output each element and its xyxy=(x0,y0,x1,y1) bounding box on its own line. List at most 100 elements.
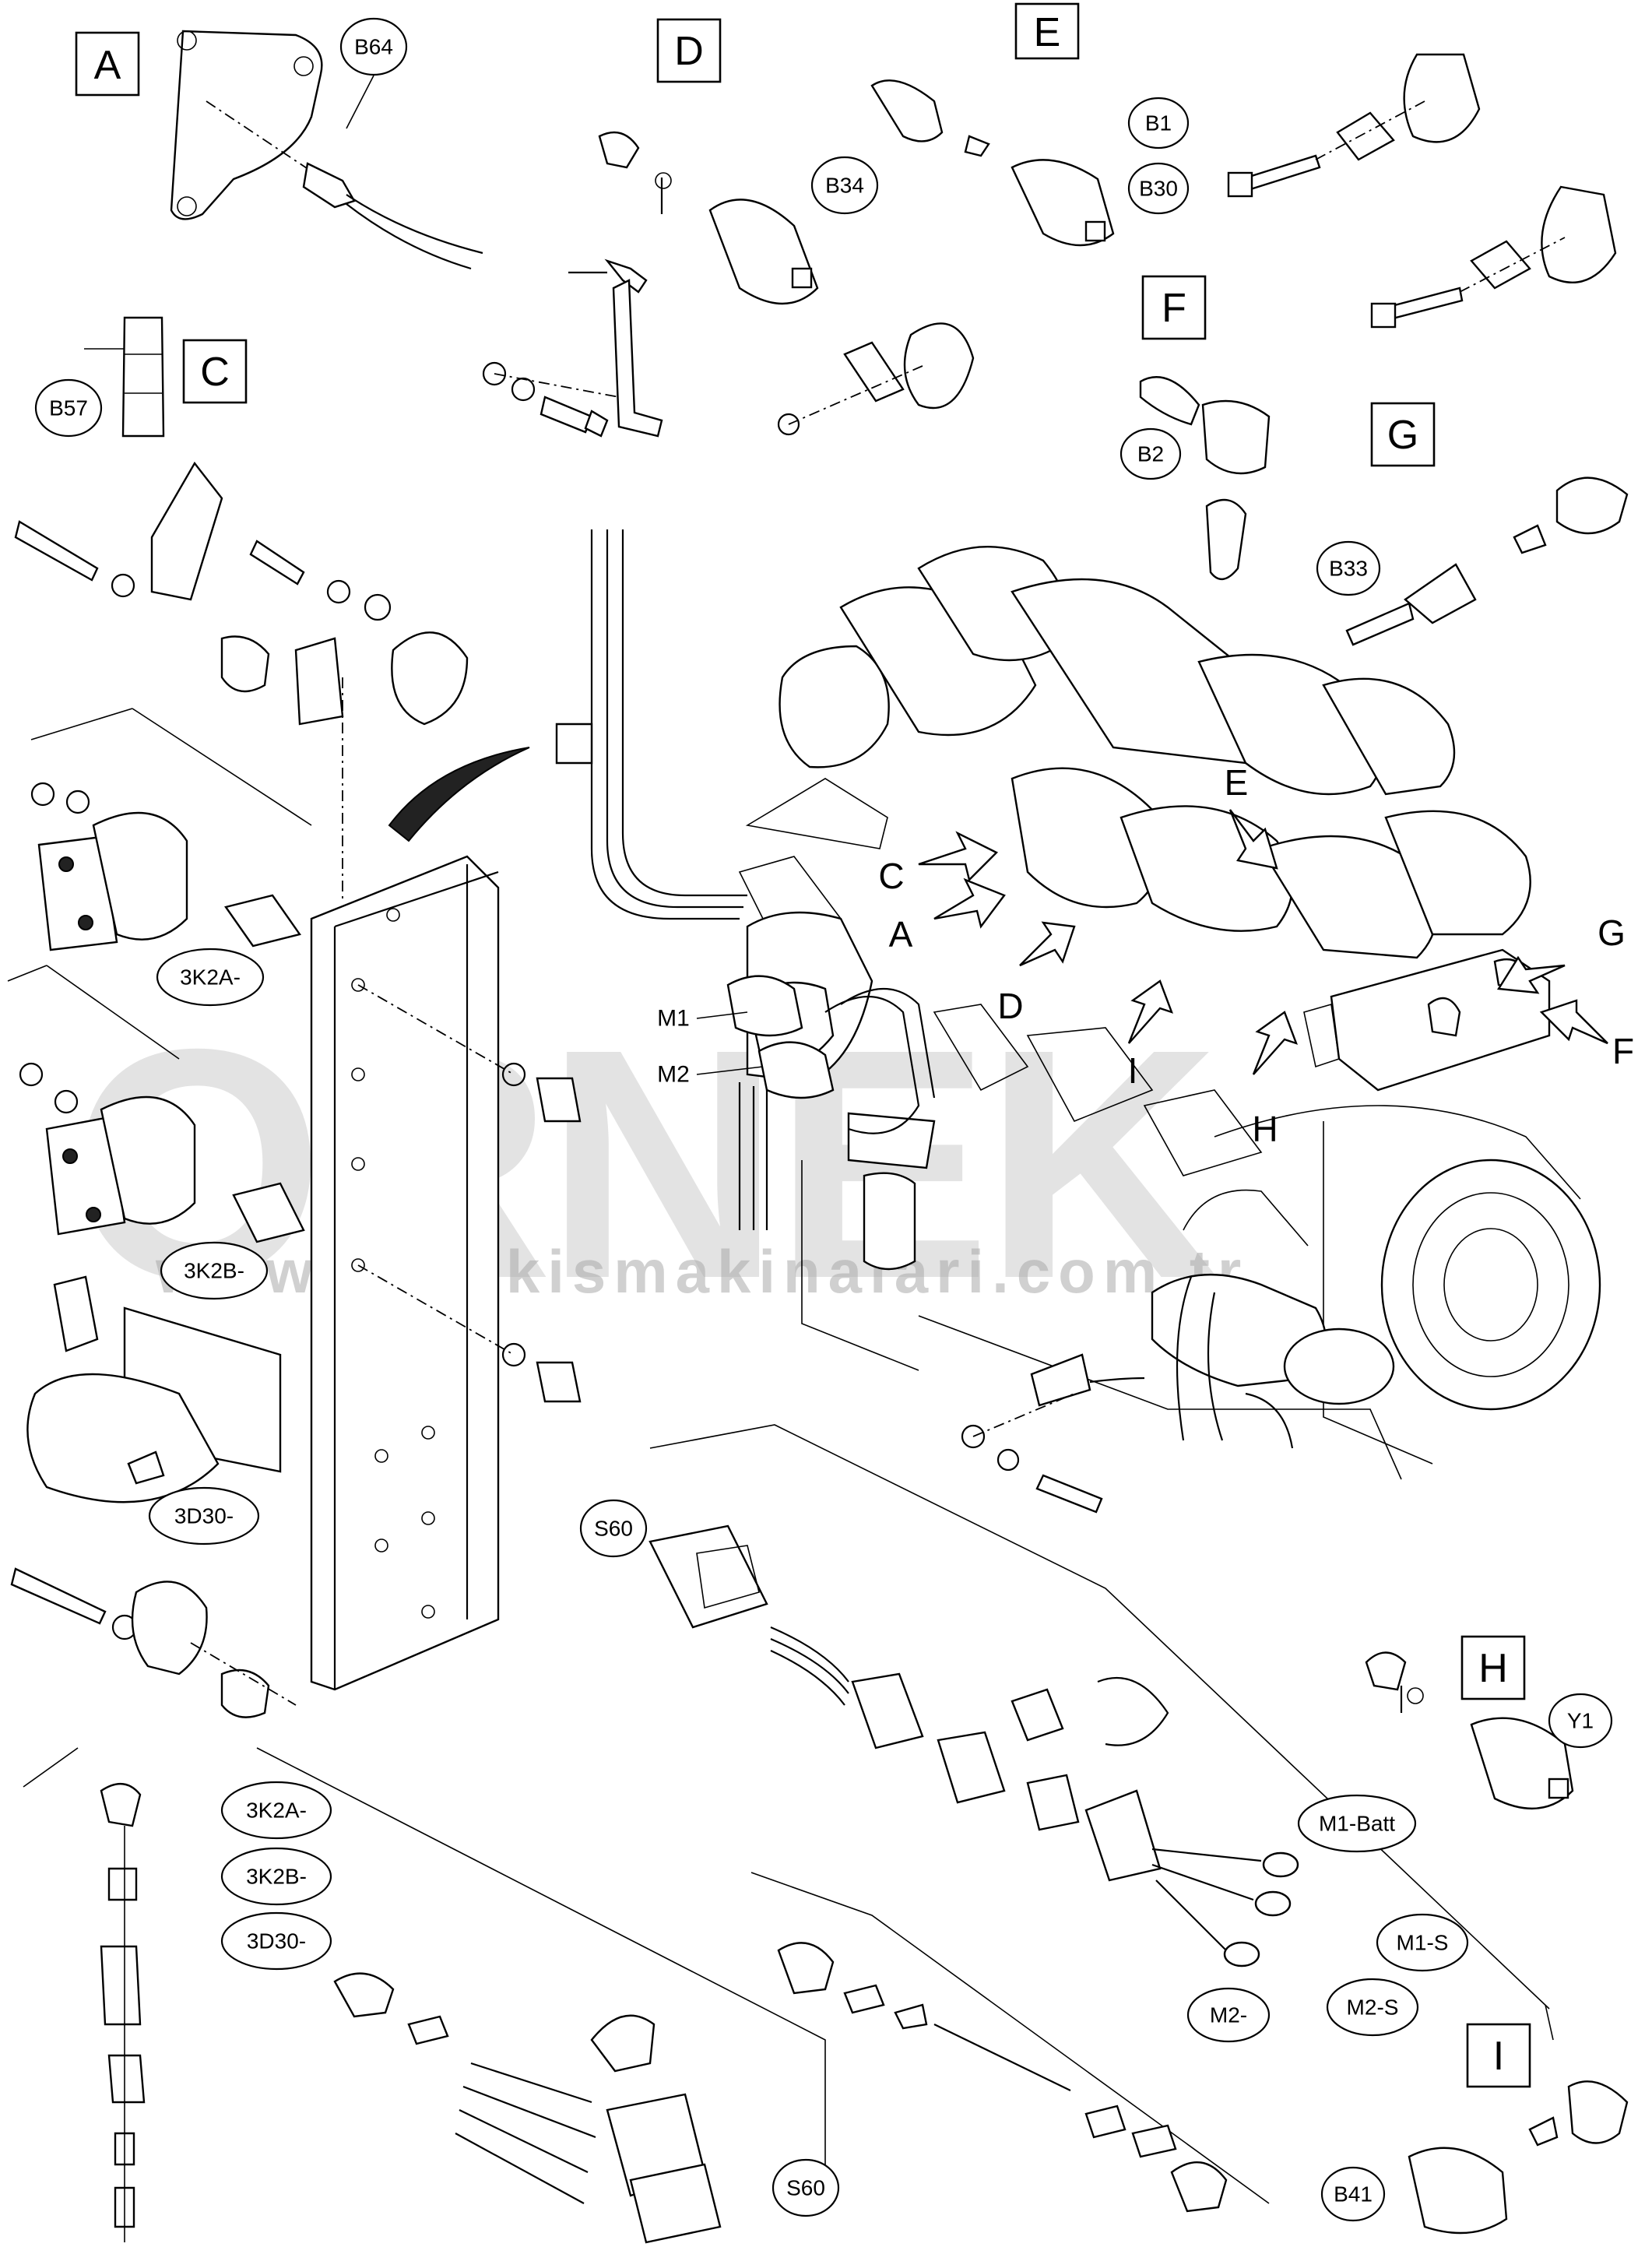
relay-3k2a-body xyxy=(92,811,188,941)
callout-g: G xyxy=(1598,913,1626,953)
convolute-tube xyxy=(1084,1789,1162,1882)
b33-sender xyxy=(1404,563,1477,624)
arrow-c xyxy=(918,831,999,882)
label-3d30: 3D30- xyxy=(174,1504,234,1528)
lower-clamp xyxy=(131,1581,208,1676)
arrow-g xyxy=(1496,955,1566,994)
gasket-plate xyxy=(170,30,323,220)
detail-view-e: E B1 B30 xyxy=(870,2,1617,329)
label-y1: Y1 xyxy=(1567,1709,1594,1733)
rail-channel xyxy=(310,855,500,1691)
callout-c: C xyxy=(878,856,904,896)
detail-label-e: E xyxy=(1034,10,1061,55)
s60-connector xyxy=(648,1524,768,1629)
callout-h: H xyxy=(1252,1109,1278,1149)
b41-sender xyxy=(1408,2147,1508,2235)
mounting-rail xyxy=(310,747,582,1691)
clamp-grommet xyxy=(391,631,469,726)
watermark: ORNEK www.ornekismakinalari.com.tr xyxy=(70,982,1241,1347)
detail-view-i: I B41 xyxy=(1320,2023,1629,2235)
e-boot xyxy=(870,79,944,142)
s60-gland xyxy=(851,1672,924,1749)
callout-m2: M2 xyxy=(657,1062,690,1088)
label-b1: B1 xyxy=(1145,111,1172,135)
turbo-inlet xyxy=(779,645,890,768)
detail-view-a: A B64 xyxy=(75,17,483,270)
flywheel xyxy=(1380,1159,1601,1411)
engine-assembly: C A D E G F H I M1 M2 xyxy=(555,529,1634,1514)
detail-label-a-box xyxy=(75,31,140,97)
d-clamp xyxy=(903,322,975,410)
d-spacer xyxy=(843,341,905,403)
label-3k2b: 3K2B- xyxy=(184,1259,244,1283)
label-b33: B33 xyxy=(1329,557,1368,581)
e-clamp-1 xyxy=(1403,53,1481,143)
detail-label-f: F xyxy=(1162,286,1186,331)
callout-m1: M1 xyxy=(657,1006,690,1032)
g-boot xyxy=(1555,476,1629,535)
detail-label-a: A xyxy=(94,43,121,88)
label-m2-minus: M2- xyxy=(1210,2003,1247,2027)
arrow-e xyxy=(1228,809,1278,870)
filter-canister xyxy=(863,1172,916,1271)
label-m1-batt: M1-Batt xyxy=(1319,1812,1395,1836)
label-b64: B64 xyxy=(354,35,393,59)
terminal-spring-upper xyxy=(100,1945,142,2026)
detail-view-d: D B34 xyxy=(482,18,975,438)
callout-e: E xyxy=(1225,762,1249,803)
arrow-h xyxy=(1252,1011,1299,1075)
label-b2: B2 xyxy=(1137,442,1164,466)
callout-d: D xyxy=(997,986,1023,1026)
detail-label-c: C xyxy=(200,350,230,395)
label-m1-s: M1-S xyxy=(1397,1931,1449,1955)
label-s60-bottom: S60 xyxy=(786,2176,825,2200)
relay-3k2b-plate xyxy=(45,1116,126,1236)
relay-3k2b-body xyxy=(100,1095,196,1225)
detail-label-d: D xyxy=(674,29,704,74)
relay-mounting-group: 3K2A- 3K2B- 3D30- xyxy=(7,461,469,1718)
bolt-top-left xyxy=(14,520,99,582)
bracket-plate xyxy=(150,461,223,601)
callout-a: A xyxy=(889,914,913,955)
label-m2-s: M2-S xyxy=(1347,1996,1399,2020)
label-s60-top: S60 xyxy=(594,1517,633,1541)
terminal-kits: 3K2A- 3K2B- 3D30- S60 xyxy=(23,1747,1270,2244)
detail-view-g: G B33 xyxy=(1316,402,1629,646)
watermark-brand: ORNEK xyxy=(70,982,1218,1347)
e-bolt-1 xyxy=(1240,154,1321,192)
label-3k2a: 3K2A- xyxy=(180,965,241,990)
label-b57: B57 xyxy=(49,396,88,420)
label-b34: B34 xyxy=(825,174,864,198)
arrow-f xyxy=(1539,999,1608,1045)
detail-label-g: G xyxy=(1387,413,1418,458)
label-b41: B41 xyxy=(1334,2182,1373,2207)
label-3k2b-list: 3K2B- xyxy=(246,1865,307,1889)
arrow-d xyxy=(1019,921,1076,967)
b2-boot xyxy=(1205,498,1247,580)
b57-fitting xyxy=(121,316,165,438)
d-boot xyxy=(598,131,640,169)
detail-label-i: I xyxy=(1493,2034,1504,2079)
rail-direction-arrow xyxy=(388,747,530,842)
label-b30: B30 xyxy=(1139,177,1178,201)
callout-f: F xyxy=(1612,1031,1634,1071)
callout-i: I xyxy=(1128,1050,1138,1091)
detail-label-h: H xyxy=(1478,1646,1508,1691)
detail-view-c: C B57 xyxy=(34,316,248,438)
detail-view-h: H Y1 xyxy=(1365,1635,1613,1810)
d-bracket xyxy=(612,279,663,438)
label-b64-oval xyxy=(339,17,408,76)
label-3d30-list: 3D30- xyxy=(247,1929,306,1953)
b34-sender xyxy=(708,199,819,305)
y1-valve xyxy=(1470,1717,1574,1810)
label-3k2a-list: 3K2A- xyxy=(246,1799,307,1823)
e-clamp-2 xyxy=(1541,185,1617,283)
detail-view-f: F B2 xyxy=(1119,275,1271,580)
arrow-i xyxy=(1127,979,1174,1044)
b2-sender xyxy=(1201,399,1271,475)
s60-harness-group: S60 M1-Batt M1-S M2-S M2- xyxy=(579,1424,1554,2043)
b64-sensor-body xyxy=(302,162,356,209)
relay-3k2a-plate xyxy=(37,835,118,951)
arrow-a xyxy=(933,877,1006,929)
